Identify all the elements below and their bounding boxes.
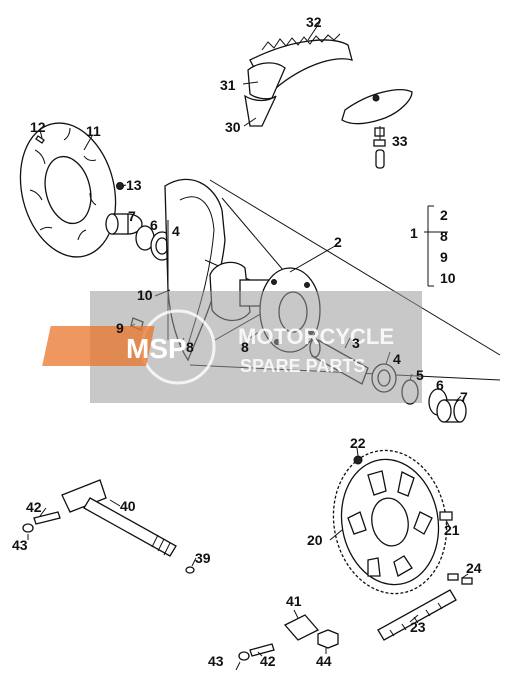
group-item-2: 2 [440, 207, 448, 223]
callout-32: 32 [306, 14, 322, 30]
callout-6-right: 6 [436, 377, 444, 393]
brake-disc-drawing [19, 122, 124, 258]
callout-42-top: 42 [26, 499, 42, 515]
callout-7-left: 7 [128, 208, 136, 224]
watermark: MSP MOTORCYCLE SPARE PARTS [42, 291, 422, 403]
callout-41: 41 [286, 593, 302, 609]
watermark-logo-plate [42, 326, 155, 366]
callout-31: 31 [220, 77, 236, 93]
callout-5: 5 [416, 367, 424, 383]
tyre-and-tube-drawing [244, 33, 413, 169]
callout-12: 12 [30, 119, 46, 135]
callout-40: 40 [120, 498, 136, 514]
callout-7-right: 7 [460, 389, 468, 405]
callout-2: 2 [334, 234, 342, 250]
callout-39: 39 [195, 550, 211, 566]
callout-21: 21 [444, 522, 460, 538]
group-item-10: 10 [440, 270, 456, 286]
callout-43-top: 43 [12, 537, 28, 553]
callout-4-right: 4 [393, 351, 401, 367]
left-bearing-set-drawing [105, 213, 174, 261]
callout-8-left: 8 [186, 339, 194, 355]
callout-24: 24 [466, 560, 482, 576]
group-item-9: 9 [440, 249, 448, 265]
callout-8-right: 8 [241, 339, 249, 355]
watermark-line2: SPARE PARTS [240, 356, 365, 376]
callout-43-bottom: 43 [208, 653, 224, 669]
callout-3: 3 [352, 335, 360, 351]
axle-drawing [22, 479, 195, 574]
callout-labels: 32 31 30 33 12 11 13 7 6 4 2 10 9 8 8 3 … [12, 14, 482, 669]
callout-11: 11 [86, 123, 101, 139]
sprocket-drawing [332, 449, 453, 595]
chain-adjuster-drawing [238, 614, 339, 661]
callout-9: 9 [116, 320, 124, 336]
group-item-8: 8 [440, 228, 448, 244]
callout-13: 13 [126, 177, 142, 193]
watermark-line1: MOTORCYCLE [238, 324, 394, 349]
callout-44: 44 [316, 653, 332, 669]
callout-20: 20 [307, 532, 323, 548]
callout-6-left: 6 [150, 217, 158, 233]
callout-42-bottom: 42 [260, 653, 276, 669]
callout-4-left: 4 [172, 223, 180, 239]
callout-33: 33 [392, 133, 408, 149]
callout-30: 30 [225, 119, 241, 135]
callout-1: 1 [410, 225, 418, 241]
chain-drawing [377, 573, 473, 641]
callout-10: 10 [137, 287, 153, 303]
callout-22: 22 [350, 435, 366, 451]
callout-23: 23 [410, 619, 426, 635]
watermark-logo-text: MSP [126, 333, 187, 364]
